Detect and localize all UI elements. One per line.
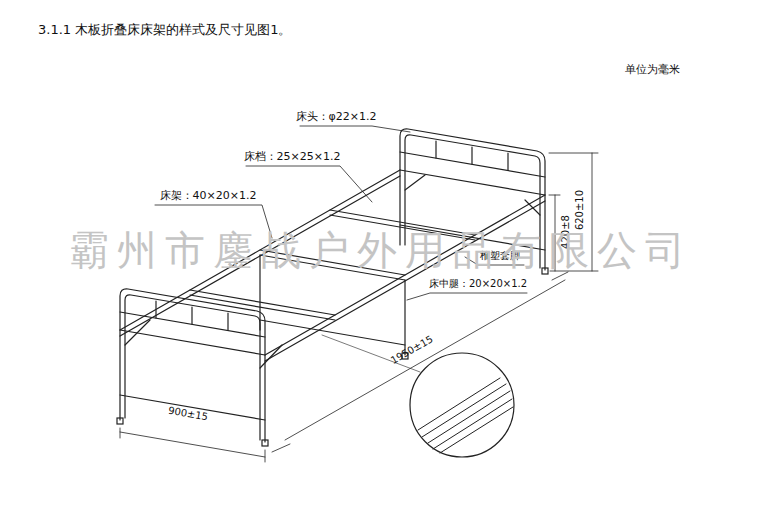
dimension: 1950±15 xyxy=(389,333,435,366)
section-heading: 3.1.1 木板折叠床床架的样式及尺寸见图1。 xyxy=(38,22,291,38)
part-label: 床档：25×25×1.2 xyxy=(244,150,341,163)
watermark: 霸州市鏖战户外用品有限公司 xyxy=(69,226,693,274)
dimension: 900±15 xyxy=(167,405,209,424)
part-label: 床头：φ22×1.2 xyxy=(296,110,377,123)
unit-note: 单位为毫米 xyxy=(625,63,680,76)
part-label: 床中腿：20×20×1.2 xyxy=(429,278,527,290)
dimension: 620±10 xyxy=(574,190,586,230)
part-label: 床架：40×20×1.2 xyxy=(160,189,257,202)
